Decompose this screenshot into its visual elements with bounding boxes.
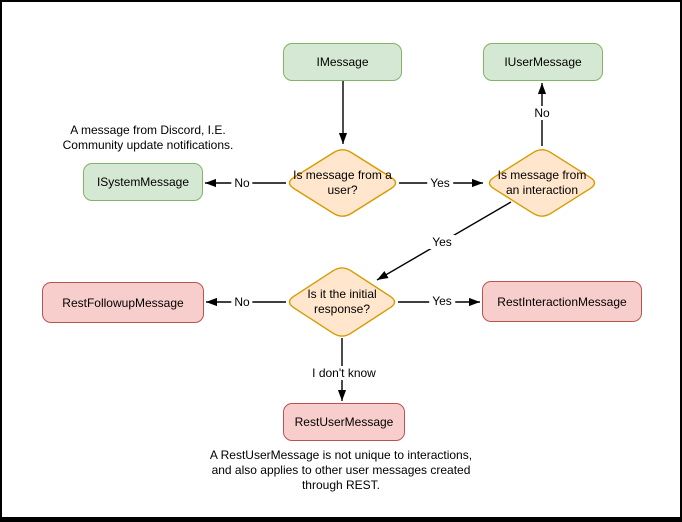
node-restusermessage-label: RestUserMessage	[294, 415, 394, 429]
decision-is-from-interaction-label: Is message from an interaction	[497, 168, 587, 197]
decision-is-from-interaction: Is message from an interaction	[485, 147, 599, 219]
node-restfollowupmessage-label: RestFollowupMessage	[62, 295, 184, 310]
edge-label-user-no: No	[231, 176, 253, 190]
node-iusermessage: IUserMessage	[483, 43, 603, 81]
node-restusermessage: RestUserMessage	[283, 403, 405, 441]
note-system-message: A message from Discord, I.E. Community u…	[48, 123, 248, 153]
note-rest-user-message: A RestUserMessage is not unique to inter…	[180, 448, 502, 493]
note-rest-user-message-line1: A RestUserMessage is not unique to inter…	[209, 448, 473, 462]
note-rest-user-message-line3: through REST.	[301, 478, 381, 492]
node-iusermessage-label: IUserMessage	[504, 55, 582, 69]
node-restfollowupmessage: RestFollowupMessage	[42, 282, 204, 323]
node-restinteractionmessage-label: RestInteractionMessage	[497, 294, 627, 309]
node-isystemmessage-label: ISystemMessage	[96, 175, 190, 189]
edge-label-interaction-yes: Yes	[429, 235, 455, 249]
note-system-message-line2: Community update notifications.	[62, 138, 234, 152]
node-imessage-label: IMessage	[316, 55, 369, 69]
decision-is-initial-response: Is it the initial response?	[285, 265, 399, 339]
decision-is-from-user-label: Is message from a user?	[293, 168, 392, 197]
edge-label-interaction-no: No	[531, 106, 553, 120]
edge-label-initial-no: No	[231, 295, 253, 309]
node-restinteractionmessage: RestInteractionMessage	[482, 281, 642, 322]
decision-is-from-user: Is message from a user?	[285, 147, 400, 219]
note-rest-user-message-line2: and also applies to other user messages …	[211, 463, 471, 477]
edge-label-user-yes: Yes	[427, 176, 453, 190]
edge-label-initial-yes: Yes	[429, 294, 455, 308]
note-system-message-line1: A message from Discord, I.E.	[70, 123, 226, 137]
decision-is-initial-response-label: Is it the initial response?	[307, 287, 377, 316]
edge-label-initial-unknown: I don't know	[309, 366, 379, 380]
node-imessage: IMessage	[283, 43, 402, 81]
node-isystemmessage: ISystemMessage	[83, 163, 203, 201]
